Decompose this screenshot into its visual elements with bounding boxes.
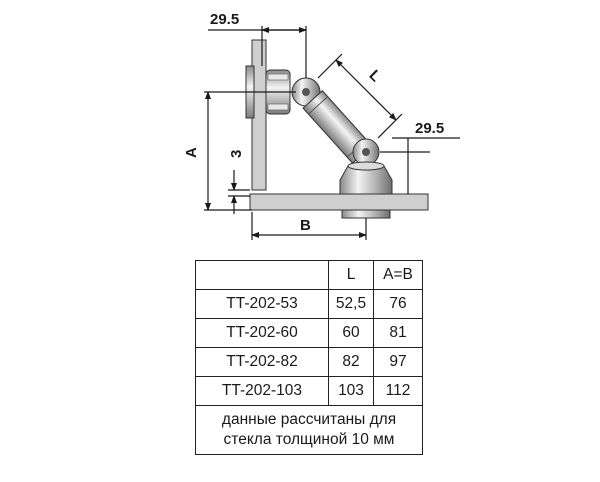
dim-right-29-5 <box>380 137 460 194</box>
table-note: данные рассчитаны для стекла толщиной 10… <box>195 405 423 455</box>
table-row: TT-202-53 52,5 76 <box>195 289 423 319</box>
ab-cell: 81 <box>373 318 423 348</box>
dim-height <box>204 91 296 211</box>
header-model-cell <box>195 260 329 290</box>
dim-gap <box>228 170 250 214</box>
note-line-1: данные рассчитаны для <box>221 411 397 428</box>
model-cell: TT-202-103 <box>195 376 329 406</box>
ab-cell: 112 <box>373 376 423 406</box>
connector-drawing: 29.5 L 29.5 A 3 B <box>183 11 460 240</box>
dim-right-label: 29.5 <box>415 120 444 137</box>
dim-top-label: 29.5 <box>210 11 239 28</box>
header-l-cell: L <box>328 260 374 290</box>
note-line-2: стекла толщиной 10 мм <box>223 431 395 448</box>
table-row: TT-202-60 60 81 <box>195 318 423 348</box>
bottom-clamp <box>339 161 393 219</box>
dim-base <box>251 212 367 240</box>
horizontal-glass-panel <box>249 193 429 211</box>
l-cell: 103 <box>328 376 374 406</box>
l-cell: 52,5 <box>328 289 374 319</box>
l-cell: 82 <box>328 347 374 377</box>
model-cell: TT-202-53 <box>195 289 329 319</box>
header-ab-cell: A=B <box>373 260 423 290</box>
dim-arm-label: L <box>366 67 385 86</box>
table-row: TT-202-103 103 112 <box>195 376 423 406</box>
spec-table: L A=B TT-202-53 52,5 76 TT-202-60 60 81 … <box>195 260 423 455</box>
dim-height-label: A <box>183 147 200 158</box>
ab-cell: 97 <box>373 347 423 377</box>
model-cell: TT-202-82 <box>195 347 329 377</box>
dim-top-29-5 <box>208 26 307 78</box>
l-cell: 60 <box>328 318 374 348</box>
ab-cell: 76 <box>373 289 423 319</box>
dim-base-label: B <box>300 217 311 234</box>
dim-gap-label: 3 <box>228 150 245 158</box>
table-header-row: L A=B <box>195 260 423 290</box>
table-row: TT-202-82 82 97 <box>195 347 423 377</box>
model-cell: TT-202-60 <box>195 318 329 348</box>
dim-arm-length <box>317 53 403 139</box>
table-note-row: данные рассчитаны для стекла толщиной 10… <box>195 405 423 455</box>
